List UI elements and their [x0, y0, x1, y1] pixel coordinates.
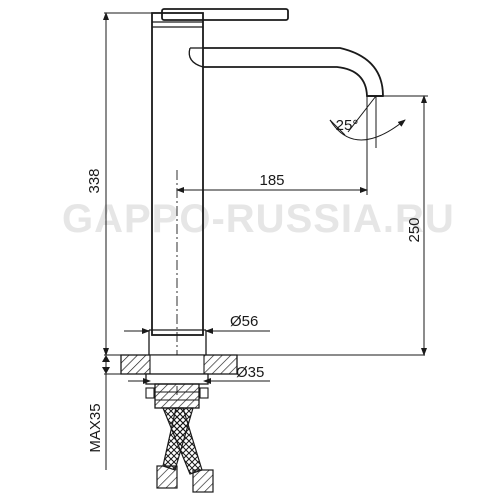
- dimension-angle: 25°: [329, 95, 406, 148]
- dimension-mount-hole: Ø35: [128, 364, 270, 384]
- label-angle: 25°: [336, 117, 359, 134]
- faucet-body: [148, 12, 207, 355]
- label-base-diameter: Ø56: [230, 313, 258, 330]
- spout: [188, 47, 384, 97]
- base-plate: [120, 354, 238, 375]
- dimension-max-countertop: MAX35: [87, 355, 121, 470]
- handle-lever: [161, 8, 289, 21]
- label-mount-hole: Ø35: [236, 364, 264, 381]
- flexible-hoses: [156, 407, 214, 493]
- label-total-height: 338: [86, 168, 103, 193]
- label-spout-height: 250: [406, 217, 423, 242]
- label-max-countertop: MAX35: [87, 403, 104, 452]
- mounting-nut: [145, 373, 209, 409]
- dimension-base-diameter: Ø56: [124, 313, 270, 334]
- watermark: GAPPO-RUSSIA.RU: [62, 197, 455, 241]
- dimension-spout-height: 250: [383, 95, 428, 356]
- label-spout-reach: 185: [259, 172, 284, 189]
- dimension-total-height: 338: [86, 12, 152, 356]
- dimension-spout-reach: 185: [176, 92, 368, 195]
